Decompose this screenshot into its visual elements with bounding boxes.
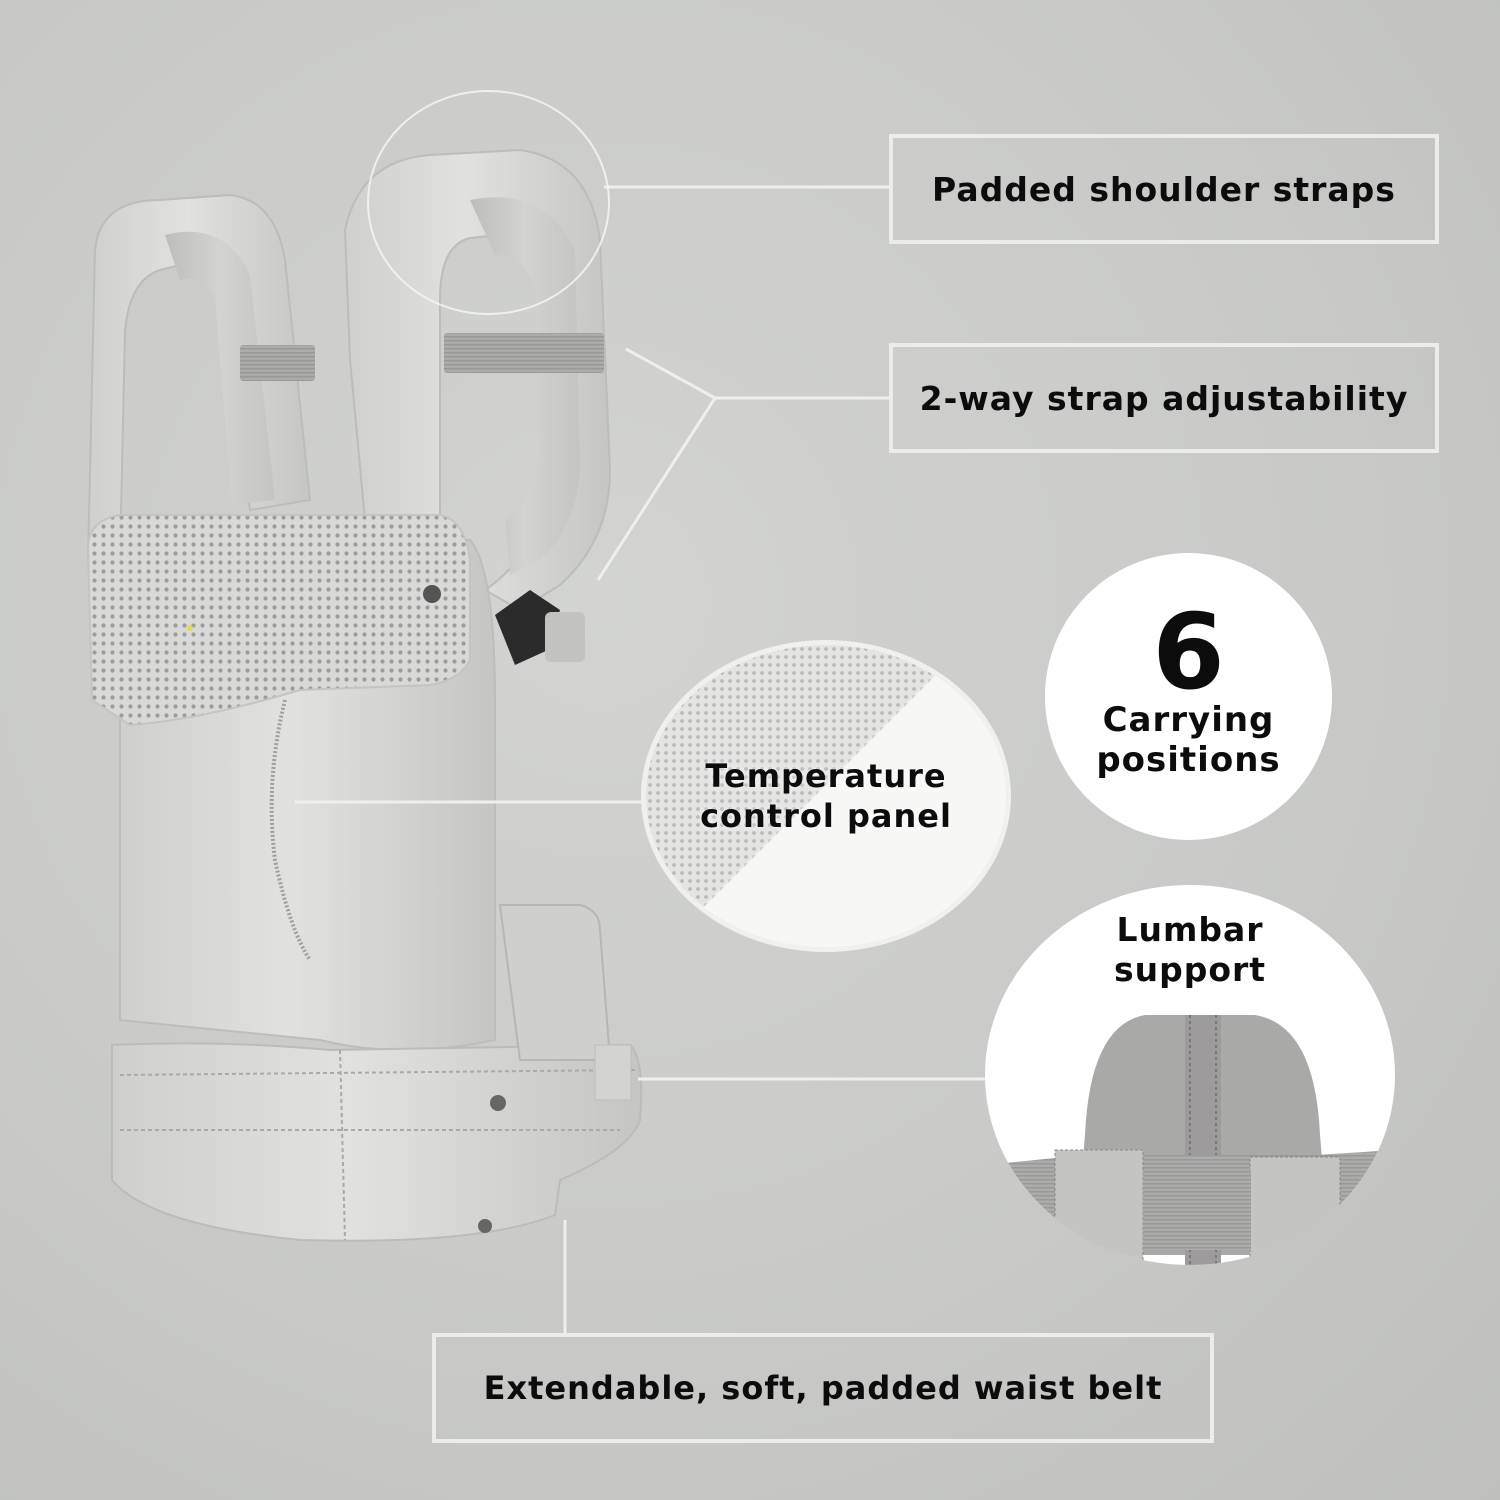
positions-line1: Carrying <box>1102 699 1275 740</box>
lumbar-line1: Lumbar <box>1116 910 1264 949</box>
feature-text: Padded shoulder straps <box>932 169 1396 209</box>
lumbar-support-closeup: Lumbar support <box>985 885 1395 1265</box>
temperature-line1: Temperature <box>705 757 947 795</box>
feature-label-waist-belt: Extendable, soft, padded waist belt <box>432 1333 1214 1443</box>
callout-connectors <box>295 185 985 1335</box>
positions-badge: 6 Carrying positions <box>1045 553 1332 840</box>
feature-text: 2-way strap adjustability <box>919 378 1409 418</box>
positions-number: 6 <box>1152 590 1225 713</box>
feature-label-shoulder-straps: Padded shoulder straps <box>889 134 1439 244</box>
lumbar-pad-illustration <box>985 1015 1395 1265</box>
shoulder-highlight-ring <box>367 90 610 315</box>
temperature-panel-closeup: Temperature control panel <box>641 640 1011 952</box>
feature-label-strap-adjustability: 2-way strap adjustability <box>889 343 1439 453</box>
lumbar-line2: support <box>1113 950 1267 989</box>
feature-text: Extendable, soft, padded waist belt <box>483 1369 1163 1407</box>
connector-adjust-chevron <box>596 347 718 581</box>
carrier-body <box>86 514 496 1051</box>
left-shoulder-strap <box>86 193 315 561</box>
positions-line2: positions <box>1096 739 1281 780</box>
temperature-line2: control panel <box>700 797 952 835</box>
waist-belt <box>111 904 643 1242</box>
